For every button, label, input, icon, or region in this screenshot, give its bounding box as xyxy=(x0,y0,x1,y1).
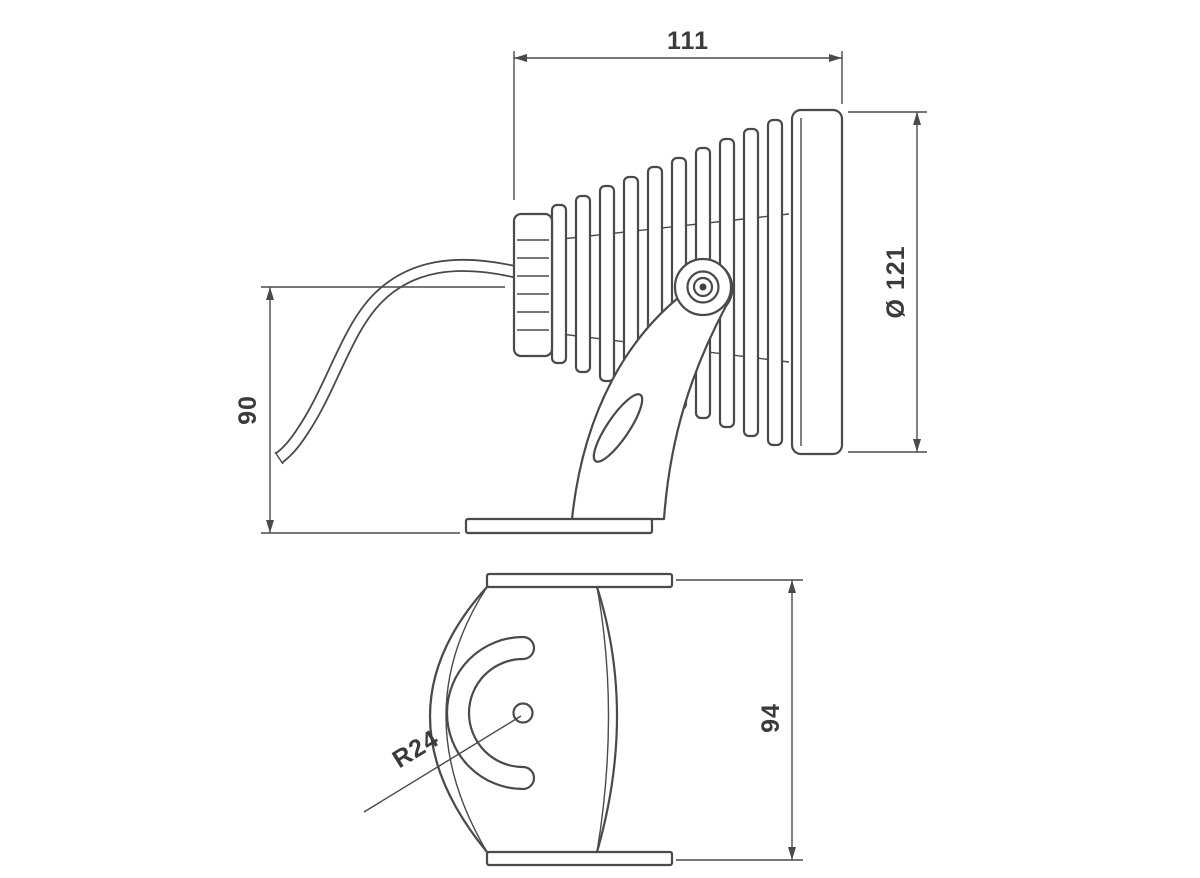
dimension-label-height: 90 xyxy=(234,395,262,425)
bottom-tab xyxy=(485,850,674,867)
pivot-knob xyxy=(673,257,733,317)
arrow-down-icon xyxy=(788,847,796,860)
arrow-left-icon xyxy=(514,54,527,62)
dimension-label-diameter: Ø 121 xyxy=(882,245,910,318)
base-plate xyxy=(464,517,654,535)
dimension-length: 111 xyxy=(513,27,843,200)
top-tab xyxy=(485,572,674,589)
power-cable xyxy=(274,258,518,465)
bracket-arm xyxy=(464,259,734,535)
dimension-height: 90 xyxy=(234,286,505,534)
front-face xyxy=(790,108,844,456)
dimension-label-bracket-width: 94 xyxy=(757,703,785,733)
rear-cap xyxy=(512,212,554,358)
arrow-up-icon xyxy=(788,580,796,593)
side-view: 111 Ø 121 90 xyxy=(234,27,927,535)
dimension-label-radius: R24 xyxy=(388,724,444,773)
dimension-bracket-width: 94 xyxy=(676,579,803,861)
arrow-up-icon xyxy=(913,112,921,125)
adjustment-slot xyxy=(445,635,536,791)
arrow-right-icon xyxy=(829,54,842,62)
arrow-down-icon xyxy=(913,439,921,452)
cable-end-cap xyxy=(274,451,284,465)
dimension-diameter: Ø 121 xyxy=(848,111,927,453)
arrow-up-icon xyxy=(266,287,274,300)
bracket-front-view: R24 94 xyxy=(363,572,803,867)
arrow-down-icon xyxy=(266,520,274,533)
bracket-body xyxy=(428,572,674,867)
arm-slot xyxy=(592,393,644,463)
dimension-label-length: 111 xyxy=(667,27,709,55)
